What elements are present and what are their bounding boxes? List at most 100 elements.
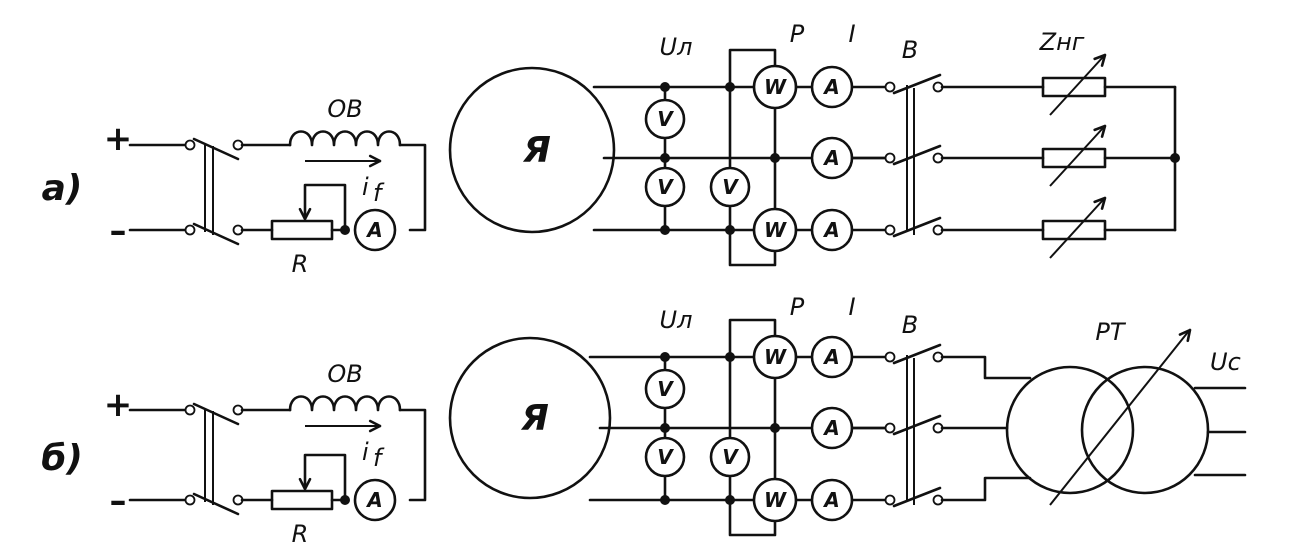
line-voltmeter-3-label: V (722, 175, 739, 199)
terminal (184, 404, 196, 416)
terminal (884, 152, 896, 164)
wattmeter-2-label: W (764, 488, 787, 512)
field-winding-label: OB (327, 95, 362, 123)
rt-label: PT (1095, 318, 1126, 346)
rheostat-label: R (292, 250, 309, 278)
grid-voltage-label: Uc (1210, 348, 1241, 376)
minus-sign: – (110, 211, 127, 251)
line-ammeter-1-label: A (822, 345, 839, 369)
rheostat-slider-wire (303, 453, 347, 502)
field-ammeter (353, 478, 397, 522)
main-switch-blade (892, 144, 942, 166)
junction-dot (340, 225, 350, 235)
rheostat-slider-wire (303, 183, 347, 232)
junction-dot (340, 495, 350, 505)
current-label: I (848, 293, 855, 321)
main-switch-label: B (902, 311, 918, 339)
load-impedance-label: Zнг (1039, 28, 1085, 56)
rheostat-body (270, 489, 334, 511)
line-voltmeter-1 (644, 98, 686, 140)
line-voltage-label: Uл (660, 33, 693, 61)
line-voltmeter-2 (644, 166, 686, 208)
main-switch-blade (892, 216, 942, 238)
main-switch-blade (892, 343, 942, 365)
field-switch-blade-top (192, 402, 240, 426)
wattmeter-1-label: W (764, 75, 787, 99)
terminal (884, 351, 896, 363)
field-ammeter-label: A (365, 218, 382, 242)
wattmeter-2-label: W (764, 218, 787, 242)
main-switch-label: B (902, 36, 918, 64)
plus-sign: + (104, 385, 133, 425)
field-switch-blade-top (192, 137, 240, 161)
panel-a-tag: а) (42, 168, 83, 209)
junction-dot (770, 423, 780, 433)
current-label: I (848, 20, 855, 48)
rheostat-label: R (292, 520, 309, 548)
minus-sign: – (110, 481, 127, 521)
terminal (884, 81, 896, 93)
load-variable-arrow (1049, 127, 1104, 187)
field-return-wire (398, 143, 427, 232)
terminal (884, 224, 896, 236)
load-resistor (1041, 219, 1107, 241)
wattmeter-1-label: W (764, 345, 787, 369)
load-resistor (1041, 147, 1107, 169)
line-voltmeter-3 (709, 166, 751, 208)
load-variable-arrow (1049, 56, 1104, 116)
panel-b-tag: б) (41, 438, 83, 479)
wattmeter-voltage-coil-wire (728, 228, 777, 267)
field-ammeter-label: A (365, 488, 382, 512)
terminal (184, 494, 196, 506)
if-arrow-head (368, 154, 382, 168)
rt-primary-wire (940, 355, 1032, 380)
line-voltmeter-3 (709, 436, 751, 478)
load-variable-arrowhead (1093, 53, 1107, 67)
wattmeter-voltage-coil-wire (728, 48, 777, 89)
field-ammeter (353, 208, 397, 252)
power-label: P (790, 293, 805, 321)
load-variable-arrowhead (1093, 196, 1107, 210)
junction-dot (770, 153, 780, 163)
generator-armature (448, 336, 612, 500)
field-return-wire (398, 408, 427, 502)
line-voltmeter-2 (644, 436, 686, 478)
rt-primary-wire (940, 476, 1032, 502)
load-variable-arrowhead (1093, 124, 1107, 138)
rt-regulation-arrow (1049, 331, 1189, 506)
if-arrow-head (368, 419, 382, 433)
if-label: i (362, 438, 369, 466)
if-label: i (362, 173, 369, 201)
if-subscript: f (373, 179, 385, 207)
plus-sign: + (104, 119, 133, 159)
line-voltage-label: Uл (660, 306, 693, 334)
generator-label: Я (520, 398, 549, 439)
generator-label: Я (522, 130, 551, 171)
rheostat-slider-arrow (298, 207, 312, 221)
field-winding-label: OB (327, 360, 362, 388)
terminal (184, 224, 196, 236)
generator-armature (448, 66, 616, 234)
line-ammeter-1-label: A (822, 75, 839, 99)
if-subscript: f (373, 444, 385, 472)
power-label: P (790, 20, 805, 48)
terminal (184, 139, 196, 151)
main-switch-blade (892, 414, 942, 436)
rt-secondary-winding (1080, 365, 1210, 495)
rheostat-slider-arrow (298, 477, 312, 491)
line-voltmeter-2-label: V (657, 175, 674, 199)
main-switch-blade (892, 73, 942, 95)
main-switch-blade (892, 486, 942, 508)
rt-primary-winding (1005, 365, 1135, 495)
line-voltmeter-2-label: V (657, 445, 674, 469)
field-switch-blade-bottom (192, 492, 240, 516)
line-ammeter-2-label: A (822, 416, 839, 440)
line-voltmeter-1 (644, 368, 686, 410)
wattmeter-voltage-coil-wire (728, 318, 777, 359)
line-voltmeter-1-label: V (657, 107, 674, 131)
terminal (884, 494, 896, 506)
rheostat-body (270, 219, 334, 241)
